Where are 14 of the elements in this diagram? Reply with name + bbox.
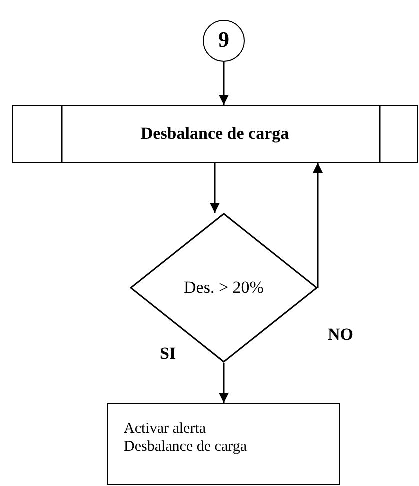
process-title: Desbalance de carga (140, 124, 290, 144)
step-number: 9 (218, 26, 230, 53)
process-box (107, 403, 340, 485)
edge-label: SI (160, 345, 176, 362)
process-text: Activar alerta Desbalance de carga (124, 420, 248, 456)
arrow (313, 163, 323, 288)
decision-diamond (130, 213, 318, 363)
predefined-process-box (12, 105, 418, 163)
connector-circle (203, 20, 245, 62)
arrow (219, 363, 229, 403)
decision-condition: Des. > 20% (184, 278, 264, 298)
arrow (219, 62, 229, 105)
arrow (210, 163, 220, 213)
edge-label: NO (328, 326, 354, 343)
